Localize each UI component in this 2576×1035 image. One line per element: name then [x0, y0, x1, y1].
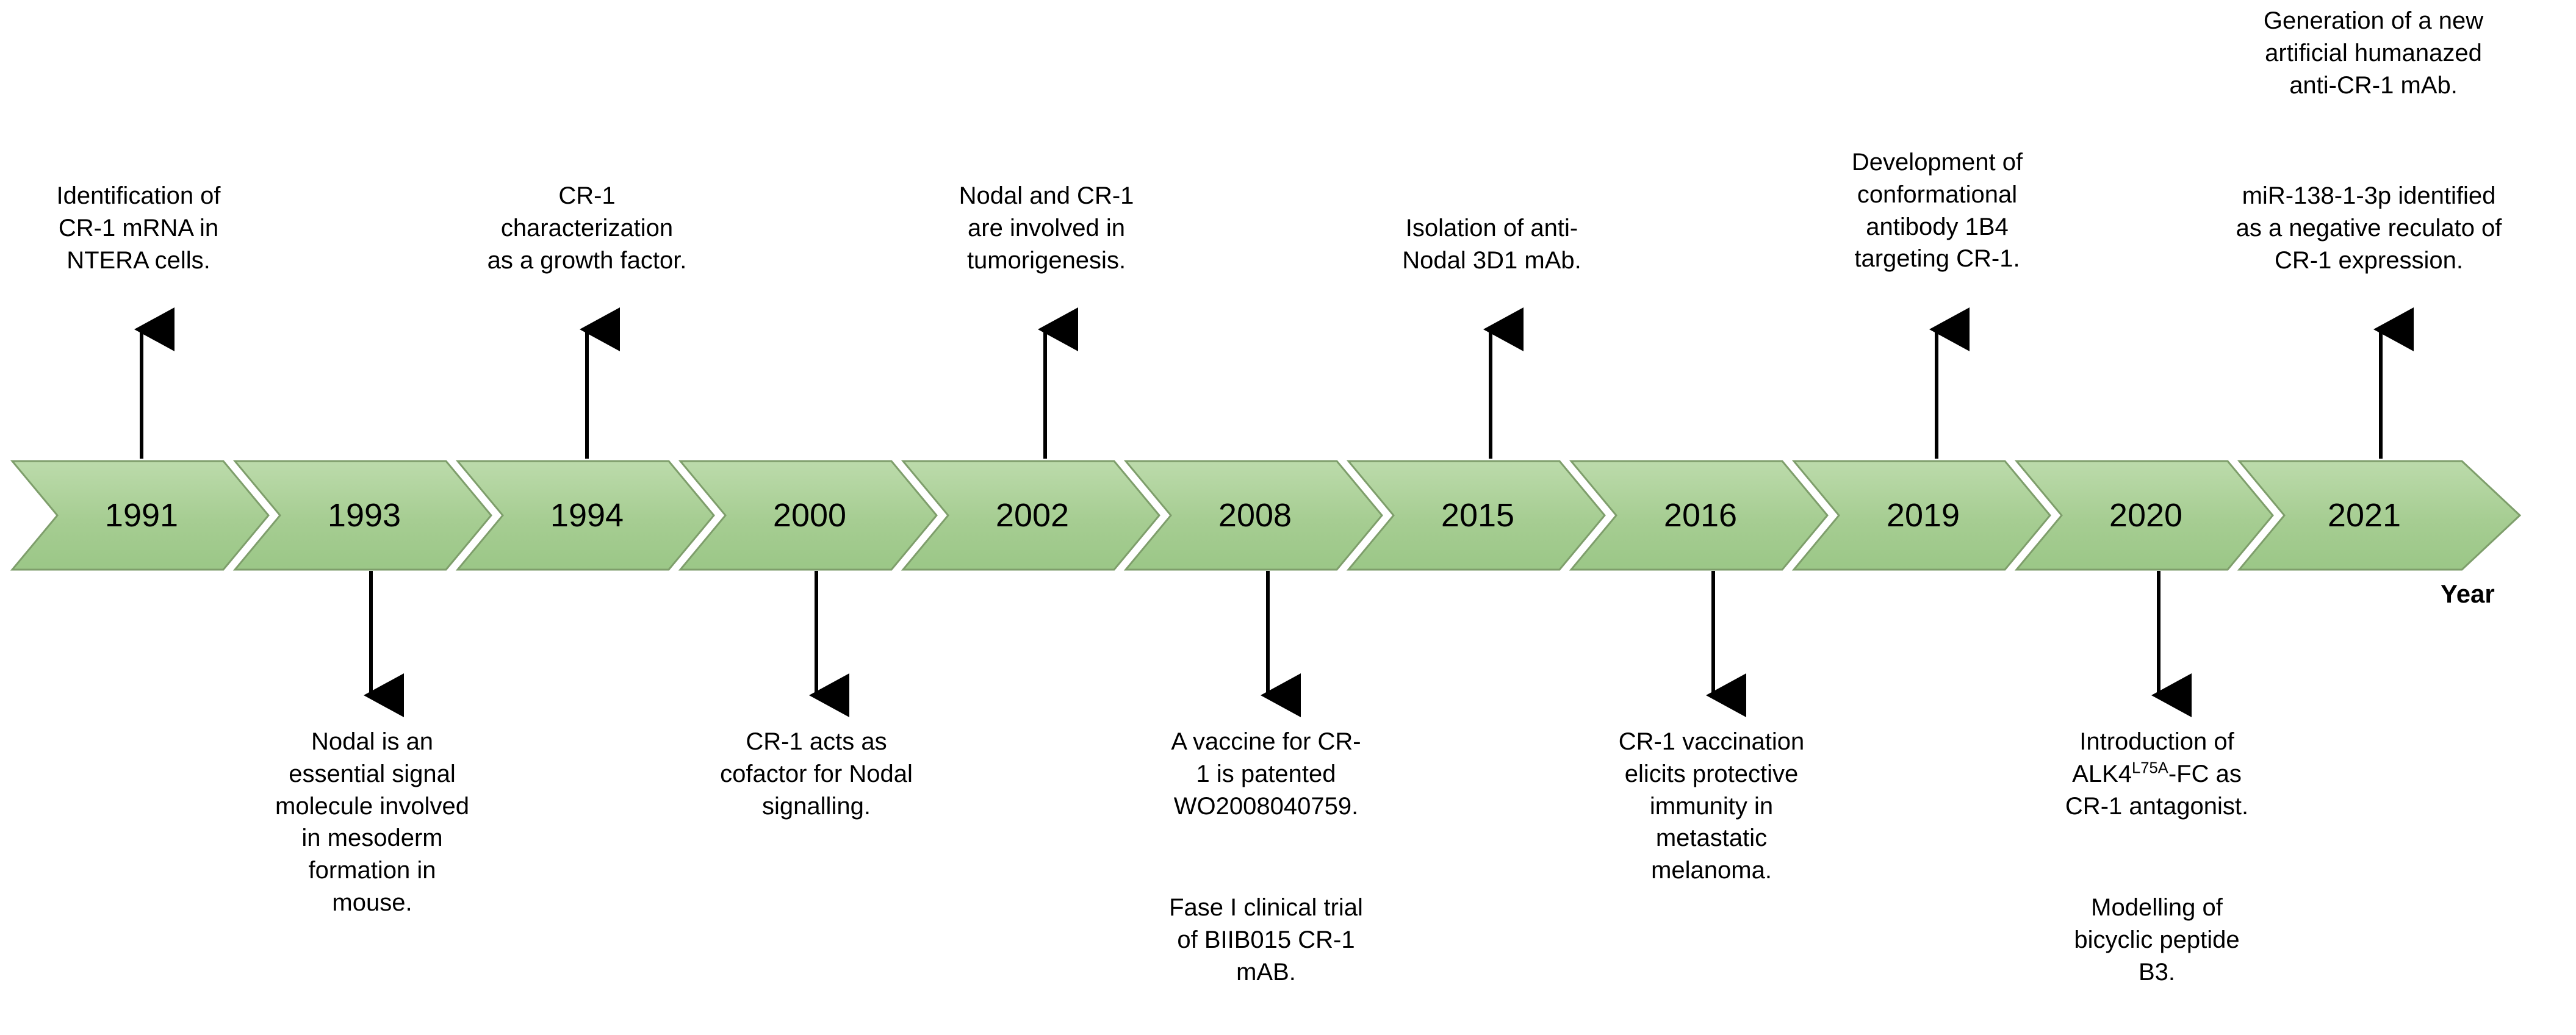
chevron-2000[interactable]: 2000: [678, 460, 938, 571]
year-label-1993: 1993: [328, 497, 401, 534]
chevron-2015[interactable]: 2015: [1346, 460, 1606, 571]
timeline-band: 1991 1993 1994 2000 2002 2008: [10, 460, 2522, 571]
chevron-1991[interactable]: 1991: [10, 460, 270, 571]
year-label-2021: 2021: [2328, 497, 2401, 534]
note-2020-a-post: -FC as CR-1 antagonist.: [2065, 760, 2249, 820]
year-label-2000: 2000: [773, 497, 846, 534]
chevron-1994[interactable]: 1994: [455, 460, 715, 571]
chevron-2019[interactable]: 2019: [1791, 460, 2051, 571]
note-2020-a-pre: Introduction of ALK4: [2072, 728, 2234, 787]
note-2002: Nodal and CR-1 are involved in tumorigen…: [959, 182, 1134, 274]
chevron-2020[interactable]: 2020: [2014, 460, 2274, 571]
chevron-2016[interactable]: 2016: [1569, 460, 1829, 571]
year-label-1994: 1994: [550, 497, 624, 534]
year-label-1991: 1991: [105, 497, 178, 534]
chevron-2002[interactable]: 2002: [901, 460, 1160, 571]
note-2000: CR-1 acts as cofactor for Nodal signalli…: [720, 728, 913, 820]
year-label-2015: 2015: [1441, 497, 1514, 534]
axis-label-year: Year: [2441, 579, 2495, 608]
note-2020-a: Introduction of ALK4L75A-FC as CR-1 anta…: [2013, 726, 2300, 822]
note-2019: Development of conformational antibody 1…: [1851, 149, 2023, 273]
year-label-2008: 2008: [1218, 497, 1292, 534]
year-label-2002: 2002: [996, 497, 1069, 534]
note-1994: CR-1 characterization as a growth factor…: [487, 182, 687, 274]
chevron-2021[interactable]: 2021: [2237, 460, 2522, 571]
note-2021-a: Generation of a new artificial humanazed…: [2263, 7, 2484, 99]
year-label-2016: 2016: [1664, 497, 1737, 534]
note-1993: Nodal is an essential signal molecule in…: [275, 728, 469, 916]
note-1991: Identification of CR-1 mRNA in NTERA cel…: [56, 182, 221, 274]
note-2008-a: A vaccine for CR- 1 is patented WO200804…: [1171, 728, 1361, 820]
note-2008-b: Fase I clinical trial of BIIB015 CR-1 mA…: [1169, 894, 1363, 986]
year-label-2020: 2020: [2109, 497, 2182, 534]
note-2016: CR-1 vaccination elicits protective immu…: [1618, 728, 1805, 884]
note-2020-b: Modelling of bicyclic peptide B3.: [2074, 894, 2240, 986]
note-2015: Isolation of anti- Nodal 3D1 mAb.: [1402, 215, 1581, 274]
note-2020-a-superscript: L75A: [2132, 759, 2168, 777]
note-2021-b: miR-138-1-3p identified as a negative re…: [2236, 182, 2502, 274]
chevron-2008[interactable]: 2008: [1123, 460, 1383, 571]
year-label-2019: 2019: [1887, 497, 1960, 534]
chevron-1993[interactable]: 1993: [232, 460, 492, 571]
